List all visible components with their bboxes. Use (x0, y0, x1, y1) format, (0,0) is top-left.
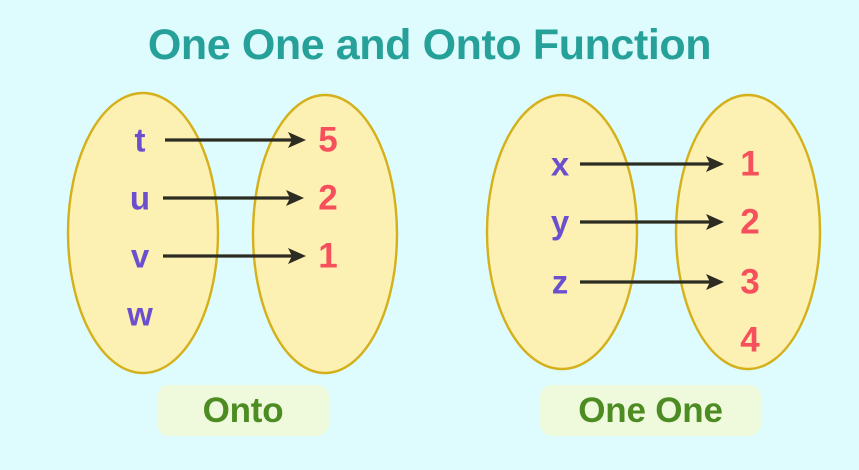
one-one-diagram: x y z 1 2 3 4 (485, 93, 822, 371)
mapping-arrow-z-to-3 (580, 274, 724, 290)
mapping-arrow-u-to-2 (163, 190, 304, 206)
domain-element-t: t (135, 122, 146, 159)
codomain-element-2: 2 (740, 203, 759, 242)
codomain-element-3: 3 (740, 263, 759, 302)
domain-element-v: v (131, 238, 150, 275)
domain-element-z: z (552, 264, 569, 301)
domain-element-x: x (551, 146, 570, 183)
codomain-element-4: 4 (740, 321, 760, 360)
mapping-arrow-x-to-1 (580, 156, 724, 172)
codomain-element-1: 1 (318, 237, 337, 276)
domain-element-w: w (126, 296, 153, 333)
onto-diagram: t u v w 5 2 1 (66, 91, 399, 375)
domain-element-u: u (130, 180, 150, 217)
mapping-arrow-y-to-2 (580, 214, 724, 230)
caption-badge-onto: Onto (157, 385, 329, 436)
mapping-arrow-v-to-1 (163, 248, 306, 264)
codomain-element-5: 5 (318, 121, 337, 160)
domain-element-y: y (551, 204, 570, 241)
codomain-element-1: 1 (740, 145, 759, 184)
mapping-arrow-t-to-5 (165, 132, 306, 148)
codomain-ellipse-left (251, 93, 399, 375)
codomain-element-2: 2 (318, 179, 337, 218)
caption-badge-one-one: One One (540, 385, 761, 436)
page-title: One One and Onto Function (147, 21, 712, 69)
domain-ellipse-left (66, 91, 220, 375)
